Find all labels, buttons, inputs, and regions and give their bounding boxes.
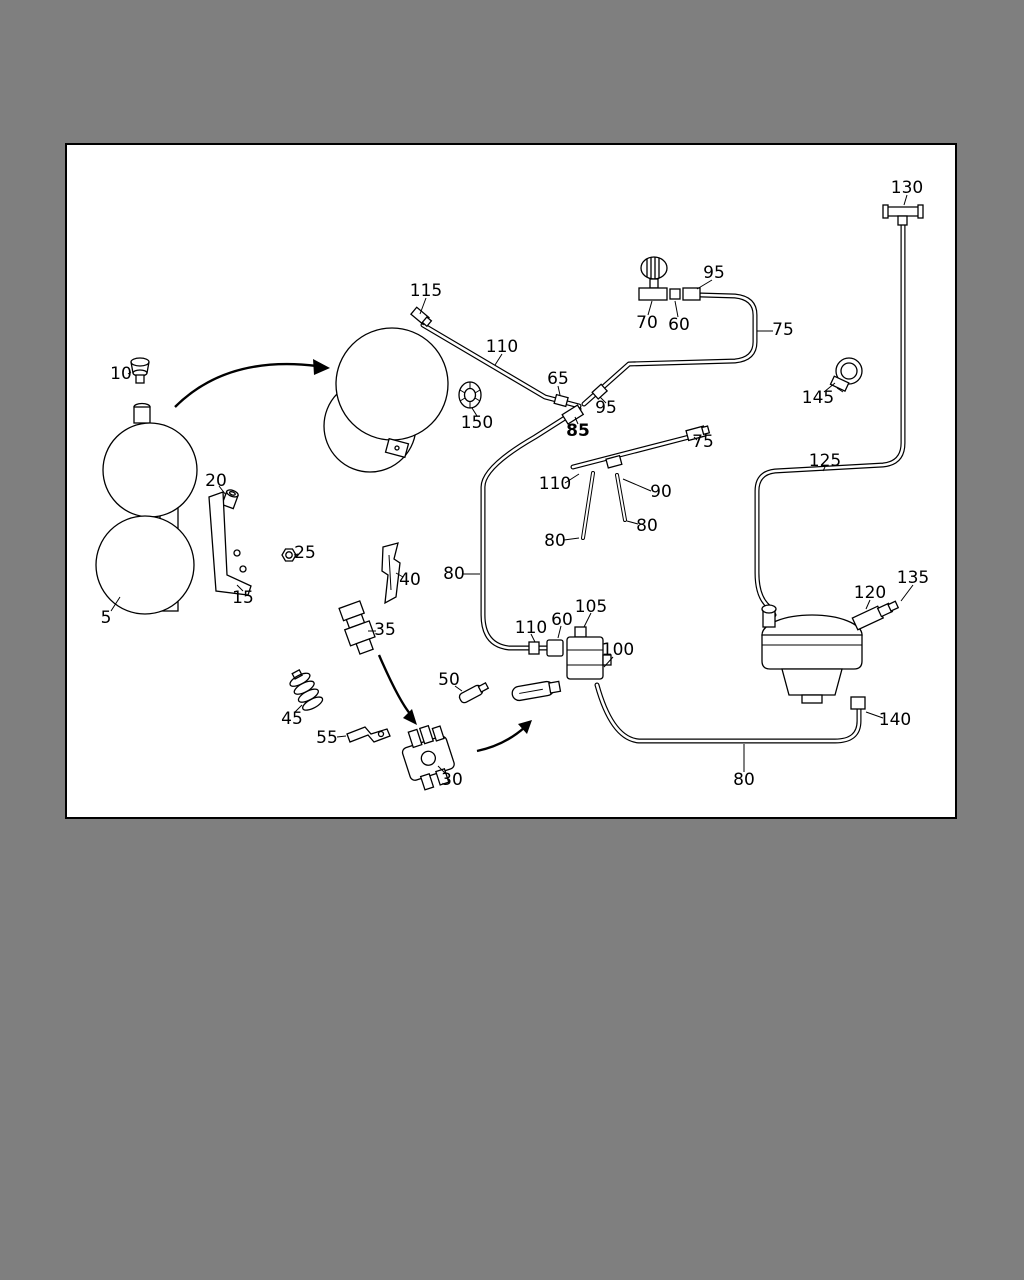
bracket-40 xyxy=(381,542,401,605)
part-label-105-28: 105 xyxy=(574,597,608,617)
part-label-10-11: 10 xyxy=(110,364,132,384)
grommet-150 xyxy=(458,381,482,409)
part-label-75-4: 75 xyxy=(772,320,794,340)
part-label-60-27: 60 xyxy=(551,610,573,630)
reservoir-115 xyxy=(323,306,449,473)
part-label-80-18: 80 xyxy=(544,531,566,551)
part-label-50-32: 50 xyxy=(438,670,460,690)
bushing-20 xyxy=(221,489,239,510)
reservoir-5 xyxy=(95,402,198,615)
part-label-15-21: 15 xyxy=(232,588,254,608)
part-label-110-6: 110 xyxy=(485,337,519,357)
clamp-145 xyxy=(829,357,863,393)
part-label-110-16: 110 xyxy=(538,474,572,494)
bracket-55 xyxy=(346,726,391,743)
part-label-135-31: 135 xyxy=(896,568,930,588)
collar-95 xyxy=(591,383,609,400)
part-label-120-30: 120 xyxy=(853,583,887,603)
nut-25 xyxy=(281,548,297,562)
part-label-100-29: 100 xyxy=(601,640,635,660)
pointer-arrows xyxy=(174,359,532,753)
part-label-115-5: 115 xyxy=(409,281,443,301)
capsule-50 xyxy=(458,682,490,704)
part-label-125-13: 125 xyxy=(808,451,842,471)
t-fitting-130 xyxy=(882,204,924,226)
spring-45 xyxy=(289,669,324,711)
part-label-40-22: 40 xyxy=(399,570,421,590)
part-label-140-35: 140 xyxy=(878,710,912,730)
part-label-30-36: 30 xyxy=(441,770,463,790)
part-label-110-26: 110 xyxy=(514,618,548,638)
part-label-20-14: 20 xyxy=(205,471,227,491)
connector-assembly-100 xyxy=(511,626,612,702)
hoses-inner xyxy=(421,222,905,743)
bracket-15 xyxy=(208,491,252,596)
y-hose-fitting-75 xyxy=(685,425,711,442)
part-label-25-20: 25 xyxy=(294,543,316,563)
part-label-70-2: 70 xyxy=(636,313,658,333)
part-label-80-23: 80 xyxy=(443,564,465,584)
part-label-130-0: 130 xyxy=(890,178,924,198)
diagram-drawing xyxy=(95,194,924,791)
part-label-150-10: 150 xyxy=(460,413,494,433)
part-label-145-12: 145 xyxy=(801,388,835,408)
part-label-80-37: 80 xyxy=(733,770,755,790)
part-label-85-9: 85 xyxy=(566,421,590,441)
cap-10 xyxy=(130,357,150,384)
part-label-90-17: 90 xyxy=(650,482,672,502)
pump-assembly xyxy=(761,600,900,710)
part-label-65-7: 65 xyxy=(547,369,569,389)
part-label-60-3: 60 xyxy=(668,315,690,335)
part-label-35-25: 35 xyxy=(374,620,396,640)
part-label-95-8: 95 xyxy=(595,398,617,418)
y-hose-collar xyxy=(605,454,623,469)
part-label-95-1: 95 xyxy=(703,263,725,283)
part-label-55-34: 55 xyxy=(316,728,338,748)
leader-lines xyxy=(110,194,914,775)
thermo-valve-70 xyxy=(638,256,701,301)
part-label-45-33: 45 xyxy=(281,709,303,729)
valve-35 xyxy=(338,600,376,655)
part-label-80-19: 80 xyxy=(636,516,658,536)
collar-65 xyxy=(553,393,569,408)
part-label-75-15: 75 xyxy=(692,432,714,452)
part-label-5-24: 5 xyxy=(100,608,112,628)
